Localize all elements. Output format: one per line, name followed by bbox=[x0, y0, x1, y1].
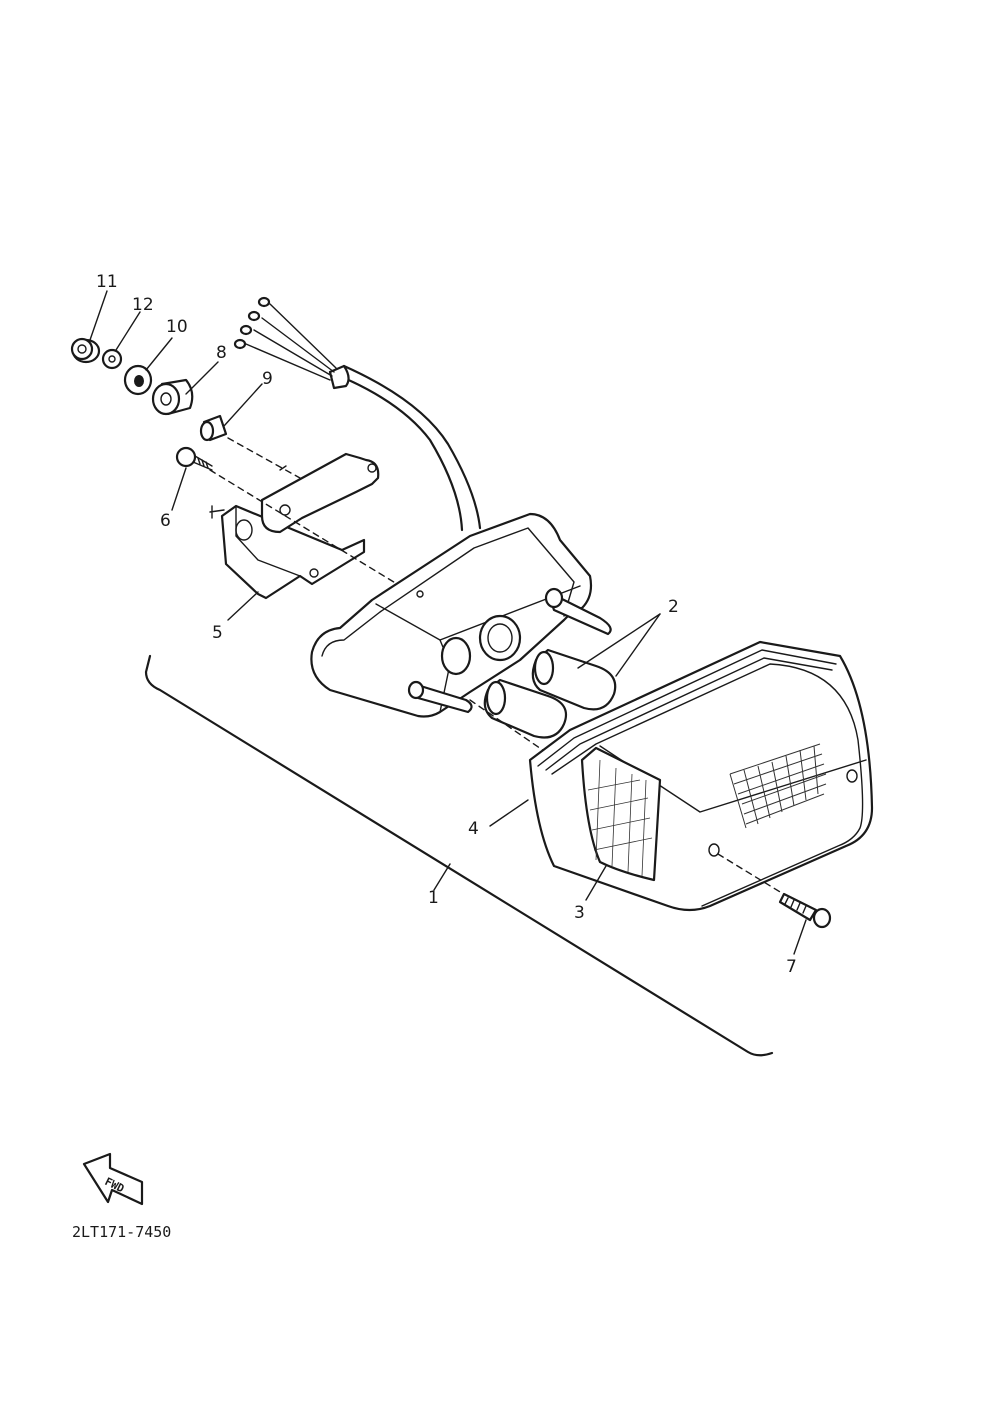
callout-7: 7 bbox=[786, 957, 797, 977]
lamp-housing bbox=[310, 512, 612, 718]
screw-part bbox=[175, 446, 213, 471]
leader-lines bbox=[89, 290, 807, 955]
reflector-hatch bbox=[587, 759, 653, 877]
callout-4: 4 bbox=[468, 819, 479, 839]
washer-part bbox=[123, 364, 153, 396]
lens-grid-pattern bbox=[729, 743, 827, 829]
callout-2: 2 bbox=[668, 597, 679, 617]
lock-washer-part bbox=[101, 348, 123, 370]
collar-part bbox=[199, 414, 228, 442]
bulbs-part bbox=[483, 648, 617, 739]
wire-harness bbox=[233, 296, 482, 532]
callout-8: 8 bbox=[216, 343, 227, 363]
forward-arrow-icon: FWD bbox=[82, 1152, 144, 1206]
damper-part bbox=[151, 378, 194, 416]
callout-5: 5 bbox=[212, 623, 223, 643]
assembly-bracket bbox=[144, 654, 774, 1057]
callout-3: 3 bbox=[574, 903, 585, 923]
bracket-part bbox=[209, 452, 380, 600]
callout-12: 12 bbox=[132, 295, 154, 315]
callout-9: 9 bbox=[262, 369, 273, 389]
nut-part bbox=[70, 337, 101, 364]
callout-6: 6 bbox=[160, 511, 171, 531]
callout-11: 11 bbox=[96, 272, 118, 292]
callout-1: 1 bbox=[428, 888, 439, 908]
lens-part bbox=[528, 640, 874, 912]
lens-screw-part bbox=[717, 853, 832, 929]
callout-10: 10 bbox=[166, 317, 188, 337]
diagram-code: 2LT171-7450 bbox=[72, 1223, 171, 1241]
